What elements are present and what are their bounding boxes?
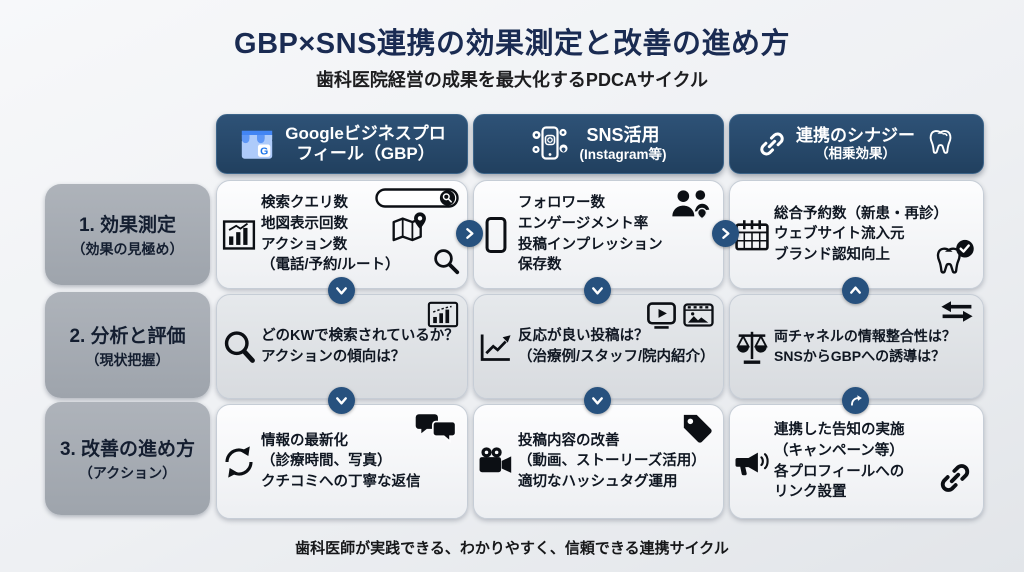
chain-link-icon <box>937 460 973 496</box>
magnifier-icon <box>217 329 261 365</box>
bar-chart-icon <box>217 219 261 251</box>
film-icon <box>682 301 715 329</box>
page-title: GBP×SNS連携の効果測定と改善の進め方 <box>234 28 790 60</box>
cell-text-line: 各プロフィールへの <box>774 463 905 480</box>
cell-sns-analyze: 反応が良い投稿は？ （治療例/スタッフ/院内紹介） <box>473 294 724 399</box>
header-gbp-line1: Googleビジネスプロ <box>285 123 446 143</box>
cell-text-line: リンク設置 <box>774 484 847 501</box>
scales-icon <box>730 328 774 366</box>
cell-text-line: アクション数 <box>261 236 348 253</box>
cell-gbp-analyze: どのKWで検索されているか？ アクションの傾向は？ <box>216 294 468 399</box>
cell-text-line: （診療時間、写真） <box>261 453 392 470</box>
megaphone-icon <box>730 445 774 478</box>
row-label-analyze: 2. 分析と評価 （現状把握） <box>45 292 210 398</box>
cell-text-line: どのKWで検索されているか？ <box>261 327 459 344</box>
column-header-gbp: G Googleビジネスプロ フィール（GBP） <box>216 114 468 174</box>
chevron-down-icon <box>584 277 611 304</box>
cell-text-line: エンゲージメント率 <box>518 215 649 232</box>
tooth-icon <box>924 127 956 161</box>
header-synergy-line2: （相乗効果） <box>815 146 896 162</box>
cell-sns-improve: 投稿内容の改善 （動画、ストーリーズ活用） 適切なハッシュタグ運用 <box>473 404 724 519</box>
cell-text-line: 投稿内容の改善 <box>518 432 620 449</box>
tag-icon <box>679 410 715 446</box>
chevron-down-icon <box>328 277 355 304</box>
cell-sns-measure: フォロワー数 エンゲージメント率 投稿インプレッション 保存数 <box>473 180 724 289</box>
search-bar-icon <box>375 188 459 208</box>
mini-bar-chart-icon <box>427 301 459 328</box>
followers-heart-icon <box>669 189 713 223</box>
chevron-up-icon <box>842 277 869 304</box>
cell-text-line: 保存数 <box>518 257 562 274</box>
smartphone-social-icon <box>530 124 570 164</box>
cell-text-line: 地図表示回数 <box>261 215 348 232</box>
cell-text-line: 連携した告知の実施 <box>774 422 905 439</box>
cell-text-line: （電話/予約/ルート） <box>261 257 400 274</box>
cell-text-line: ウェブサイト流入元 <box>774 226 905 243</box>
cell-gbp-measure: 検索クエリ数 地図表示回数 アクション数 （電話/予約/ルート） <box>216 180 468 289</box>
row-label-measure: 1. 効果測定 （効果の見極め） <box>45 184 210 285</box>
cell-text-line: 投稿インプレッション <box>518 236 663 253</box>
column-header-synergy: 連携のシナジー （相乗効果） <box>729 114 984 174</box>
page-subtitle: 歯科医院経営の成果を最大化するPDCAサイクル <box>315 70 709 90</box>
trend-line-icon <box>474 330 518 364</box>
map-pin-icon <box>391 211 431 247</box>
column-header-sns: SNS活用 (Instagram等) <box>473 114 724 174</box>
chevron-down-icon <box>584 387 611 414</box>
row-label-measure-line2: （効果の見極め） <box>71 241 184 257</box>
cell-synergy-improve: 連携した告知の実施 （キャンペーン等） 各プロフィールへの リンク設置 <box>729 404 984 519</box>
cell-text-line: 両チャネルの情報整合性は？ <box>774 327 956 344</box>
refresh-icon <box>217 444 261 480</box>
gbp-storefront-icon: G <box>238 128 276 161</box>
smartphone-icon <box>474 216 518 254</box>
row-label-improve-line2: （アクション） <box>78 465 177 481</box>
chevron-right-icon <box>712 220 739 247</box>
cell-text-line: ブランド認知向上 <box>774 246 890 263</box>
cell-text-line: 反応が良い投稿は？ <box>518 327 649 344</box>
curved-arrow-up-icon <box>842 387 869 414</box>
cell-text-line: （動画、ストーリーズ活用） <box>518 453 706 470</box>
svg-text:G: G <box>260 146 268 157</box>
swap-arrows-icon <box>939 299 975 324</box>
chat-bubbles-icon <box>415 413 457 446</box>
cell-text-line: 検索クエリ数 <box>261 195 348 212</box>
cell-text-line: フォロワー数 <box>518 195 605 212</box>
chain-link-icon <box>757 129 787 159</box>
video-camera-icon <box>474 446 518 477</box>
header-gbp-line2: フィール（GBP） <box>296 144 435 163</box>
cell-synergy-measure: 総合予約数（新患・再診） ウェブサイト流入元 ブランド認知向上 <box>729 180 984 289</box>
chevron-right-icon <box>456 220 483 247</box>
cell-gbp-improve: 情報の最新化 （診療時間、写真） クチコミへの丁寧な返信 <box>216 404 468 519</box>
header-sns-line2: (Instagram等) <box>579 146 667 162</box>
cell-text-line: （キャンペーン等） <box>774 442 904 459</box>
cell-text-line: アクションの傾向は？ <box>261 348 406 365</box>
row-label-analyze-line2: （現状把握） <box>85 351 170 368</box>
tooth-check-icon <box>929 239 975 283</box>
cell-text-line: 適切なハッシュタグ運用 <box>518 473 678 490</box>
cell-text-line: （治療例/スタッフ/院内紹介） <box>518 348 715 365</box>
video-play-icon <box>646 301 677 330</box>
cell-text-line: 総合予約数（新患・再診） <box>774 205 948 222</box>
cell-text-line: 情報の最新化 <box>261 432 348 449</box>
header-sns-line1: SNS活用 <box>586 125 660 146</box>
row-label-improve: 3. 改善の進め方 （アクション） <box>45 402 210 515</box>
magnifier-icon <box>431 246 461 276</box>
header-synergy-line1: 連携のシナジー <box>796 125 915 145</box>
row-label-measure-line1: 1. 効果測定 <box>78 215 177 236</box>
row-label-improve-line1: 3. 改善の進め方 <box>59 439 196 460</box>
cell-synergy-analyze: 両チャネルの情報整合性は？ SNSからGBPへの誘導は？ <box>729 294 984 399</box>
chevron-down-icon <box>328 387 355 414</box>
cell-text-line: SNSからGBPへの誘導は？ <box>774 347 946 364</box>
footer-caption: 歯科医師が実践できる、わかりやすく、信頼できる連携サイクル <box>295 540 729 557</box>
cell-text-line: クチコミへの丁寧な返信 <box>261 473 421 490</box>
row-label-analyze-line1: 2. 分析と評価 <box>69 325 186 347</box>
